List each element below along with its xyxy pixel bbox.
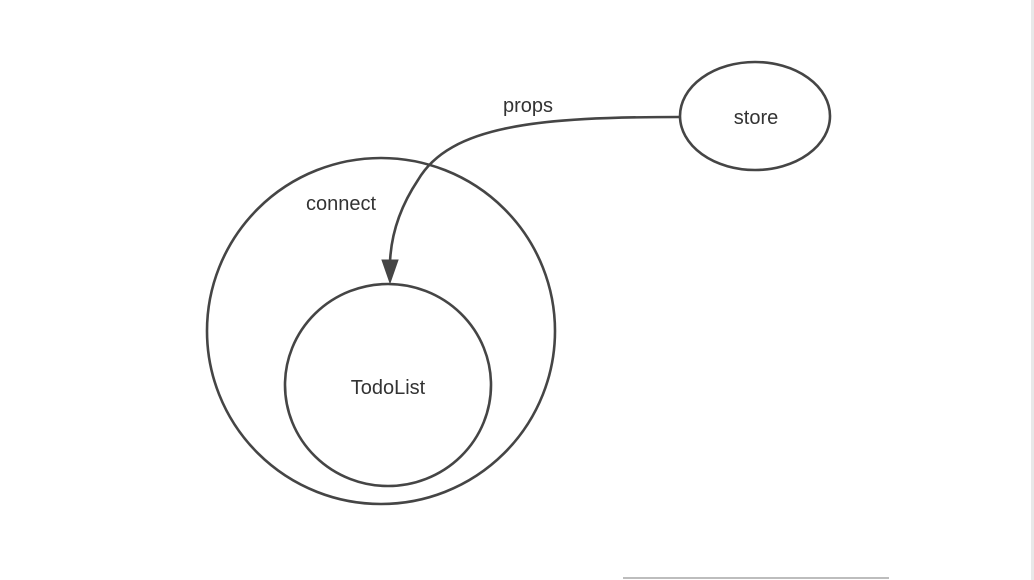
scrollbar-track bbox=[1031, 0, 1034, 580]
divider-line bbox=[623, 577, 889, 579]
todolist-node: TodoList bbox=[283, 282, 493, 488]
props-edge-line bbox=[388, 115, 681, 263]
arrowhead-icon bbox=[381, 259, 399, 285]
store-label: store bbox=[734, 107, 778, 129]
connect-node: connect bbox=[205, 156, 557, 506]
connect-outline bbox=[205, 156, 557, 506]
props-edge-label: props bbox=[503, 95, 553, 117]
connect-label: connect bbox=[306, 193, 376, 215]
todolist-label: TodoList bbox=[351, 377, 426, 399]
props-edge: props bbox=[381, 95, 681, 285]
store-node: store bbox=[678, 60, 832, 172]
todolist-outline bbox=[283, 282, 493, 488]
